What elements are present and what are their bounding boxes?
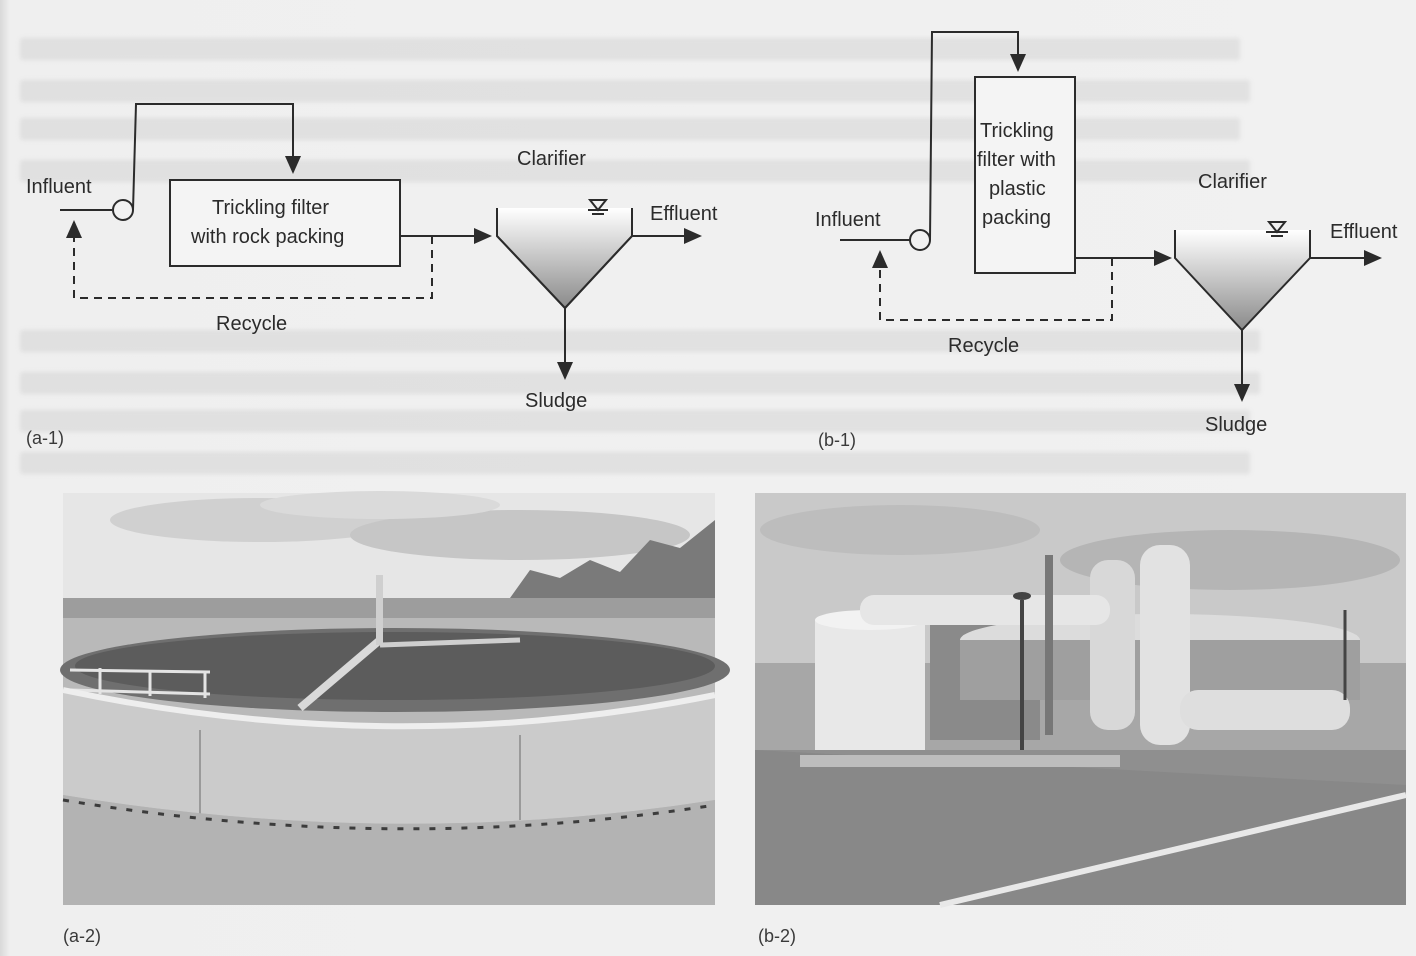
trickling-filter-rock-box xyxy=(170,180,400,266)
diagram-a1 xyxy=(60,104,700,378)
sludge-label: Sludge xyxy=(1205,414,1267,436)
recycle-label: Recycle xyxy=(216,313,287,335)
photo-b2 xyxy=(755,493,1406,905)
filter-label-line3: plastic xyxy=(989,178,1046,200)
filter-label-line4: packing xyxy=(982,207,1051,229)
diagram-b1 xyxy=(840,32,1380,400)
caption-b2: (b-2) xyxy=(758,926,796,946)
photo-a2 xyxy=(60,491,730,905)
sludge-label: Sludge xyxy=(525,390,587,412)
influent-label: Influent xyxy=(815,209,881,231)
clarifier-label: Clarifier xyxy=(517,148,586,170)
caption-a1: (a-1) xyxy=(26,428,64,448)
filter-label-line1: Trickling filter xyxy=(212,197,329,219)
filter-label-line2: with rock packing xyxy=(190,226,344,248)
filter-label-line2: filter with xyxy=(977,149,1056,171)
caption-b1: (b-1) xyxy=(818,430,856,450)
clarifier-label: Clarifier xyxy=(1198,171,1267,193)
effluent-label: Effluent xyxy=(650,203,718,225)
clarifier-tank xyxy=(1175,230,1310,330)
effluent-label: Effluent xyxy=(1330,221,1398,243)
filter-label-line1: Trickling xyxy=(980,120,1054,142)
recycle-label: Recycle xyxy=(948,335,1019,357)
trickling-filter-plastic-box xyxy=(975,77,1075,273)
caption-a2: (a-2) xyxy=(63,926,101,946)
influent-label: Influent xyxy=(26,176,92,198)
pump-icon xyxy=(910,230,930,250)
pump-icon xyxy=(113,200,133,220)
